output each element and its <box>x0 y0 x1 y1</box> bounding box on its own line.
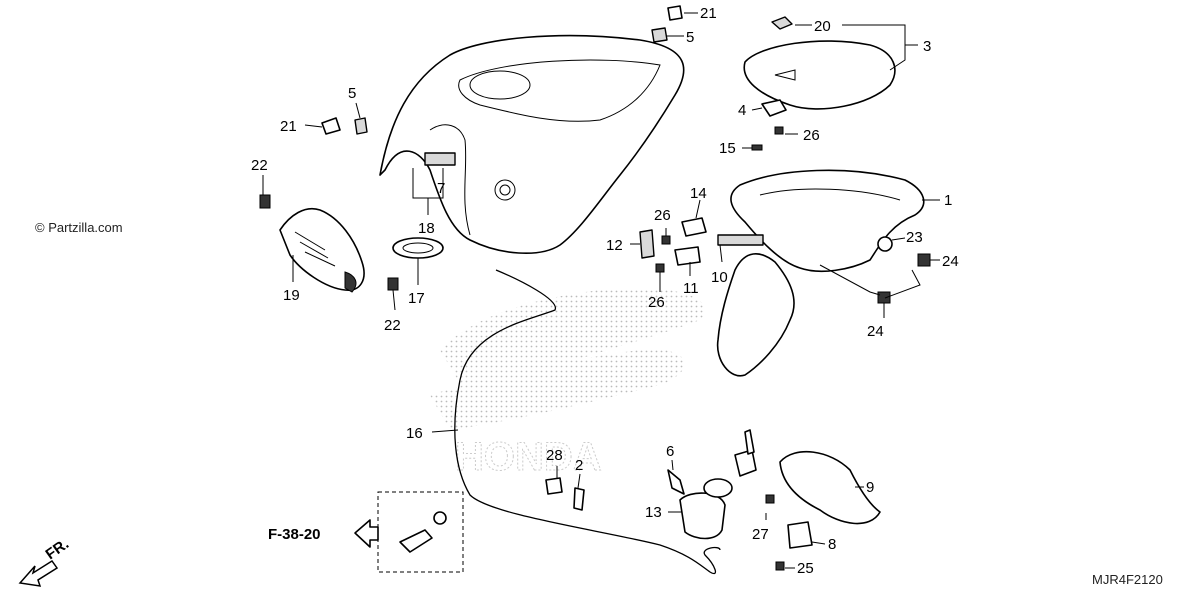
screw-part-22a[interactable] <box>259 194 271 209</box>
screw-part-26b[interactable] <box>661 235 671 245</box>
screw-part-21b[interactable] <box>667 5 683 21</box>
lid-part-3[interactable] <box>743 16 896 110</box>
bolt-part-28[interactable] <box>545 477 563 495</box>
screw-part-21a[interactable] <box>321 117 341 135</box>
callout-7[interactable]: 7 <box>437 180 445 197</box>
inner-box-part-1[interactable] <box>716 169 925 377</box>
screw-part-26c[interactable] <box>655 263 665 273</box>
cable-part-16[interactable] <box>454 269 721 575</box>
callout-11[interactable]: 11 <box>683 280 699 297</box>
grommet-part-17[interactable] <box>392 237 444 259</box>
callout-21[interactable]: 21 <box>700 5 717 22</box>
bracket-part-4[interactable] <box>761 99 787 117</box>
front-direction-arrow <box>18 559 59 587</box>
callout-21[interactable]: 21 <box>280 118 297 135</box>
callout-10[interactable]: 10 <box>711 269 728 286</box>
diagram-code: MJR4F2120 <box>1092 572 1163 587</box>
front-direction-label: FR. <box>43 535 73 563</box>
callout-9[interactable]: 9 <box>866 479 874 496</box>
spring-part-12[interactable] <box>639 229 655 259</box>
clip-part-23[interactable] <box>877 236 893 252</box>
latch-part-11[interactable] <box>674 246 701 266</box>
copyright-watermark: © Partzilla.com <box>35 220 123 235</box>
callout-22[interactable]: 22 <box>384 317 401 334</box>
nut-part-24a[interactable] <box>917 253 931 267</box>
screw-part-26a[interactable] <box>774 126 784 135</box>
callout-14[interactable]: 14 <box>690 185 707 202</box>
callout-1[interactable]: 1 <box>944 192 952 209</box>
spring-part-5a[interactable] <box>354 117 368 135</box>
leader-lines <box>262 12 940 569</box>
logo-text-watermark: HONDA <box>455 435 602 479</box>
callout-24[interactable]: 24 <box>942 253 959 270</box>
label-part-7[interactable] <box>424 152 456 166</box>
callout-28[interactable]: 28 <box>546 447 563 464</box>
rod-part-2[interactable] <box>573 487 585 511</box>
callout-12[interactable]: 12 <box>606 237 623 254</box>
nut-part-24b[interactable] <box>877 291 891 304</box>
callout-4[interactable]: 4 <box>738 102 746 119</box>
part-8[interactable] <box>787 521 813 549</box>
pad-part-10[interactable] <box>717 234 764 246</box>
side-panel-part-19[interactable] <box>279 208 365 293</box>
screw-part-22b[interactable] <box>387 277 399 291</box>
callout-13[interactable]: 13 <box>645 504 662 521</box>
callout-27[interactable]: 27 <box>752 526 769 543</box>
screw-part-25[interactable] <box>775 561 785 571</box>
callout-26[interactable]: 26 <box>803 127 820 144</box>
callout-20[interactable]: 20 <box>814 18 831 35</box>
screw-part-15[interactable] <box>751 144 763 151</box>
seal-part-20[interactable] <box>771 16 793 30</box>
reference-label: F-38-20 <box>268 526 321 543</box>
callout-19[interactable]: 19 <box>283 287 300 304</box>
callout-6[interactable]: 6 <box>666 443 674 460</box>
reference-arrow <box>354 519 379 548</box>
callout-5[interactable]: 5 <box>686 29 694 46</box>
callout-16[interactable]: 16 <box>406 425 423 442</box>
callout-labels: 21 5 20 3 4 26 15 1 23 24 24 14 26 12 10… <box>251 5 959 577</box>
spring-part-5b[interactable] <box>651 27 668 43</box>
wire-part-6[interactable] <box>667 469 685 495</box>
callout-23[interactable]: 23 <box>906 229 923 246</box>
callout-22[interactable]: 22 <box>251 157 268 174</box>
plate-part-14[interactable] <box>681 217 707 237</box>
callout-26[interactable]: 26 <box>654 207 671 224</box>
key-cylinder-part-13[interactable] <box>679 429 757 540</box>
callout-8[interactable]: 8 <box>828 536 836 553</box>
wing-logo-watermark <box>430 288 706 430</box>
callout-18[interactable]: 18 <box>418 220 435 237</box>
screw-part-27[interactable] <box>765 494 775 504</box>
callout-3[interactable]: 3 <box>923 38 931 55</box>
callout-5[interactable]: 5 <box>348 85 356 102</box>
bracket-part-9[interactable] <box>779 450 881 525</box>
callout-2[interactable]: 2 <box>575 457 583 474</box>
callout-26[interactable]: 26 <box>648 294 665 311</box>
callout-15[interactable]: 15 <box>719 140 736 157</box>
callout-17[interactable]: 17 <box>408 290 425 307</box>
callout-25[interactable]: 25 <box>797 560 814 577</box>
inner-cover-part-18[interactable] <box>379 34 685 254</box>
callout-24[interactable]: 24 <box>867 323 884 340</box>
